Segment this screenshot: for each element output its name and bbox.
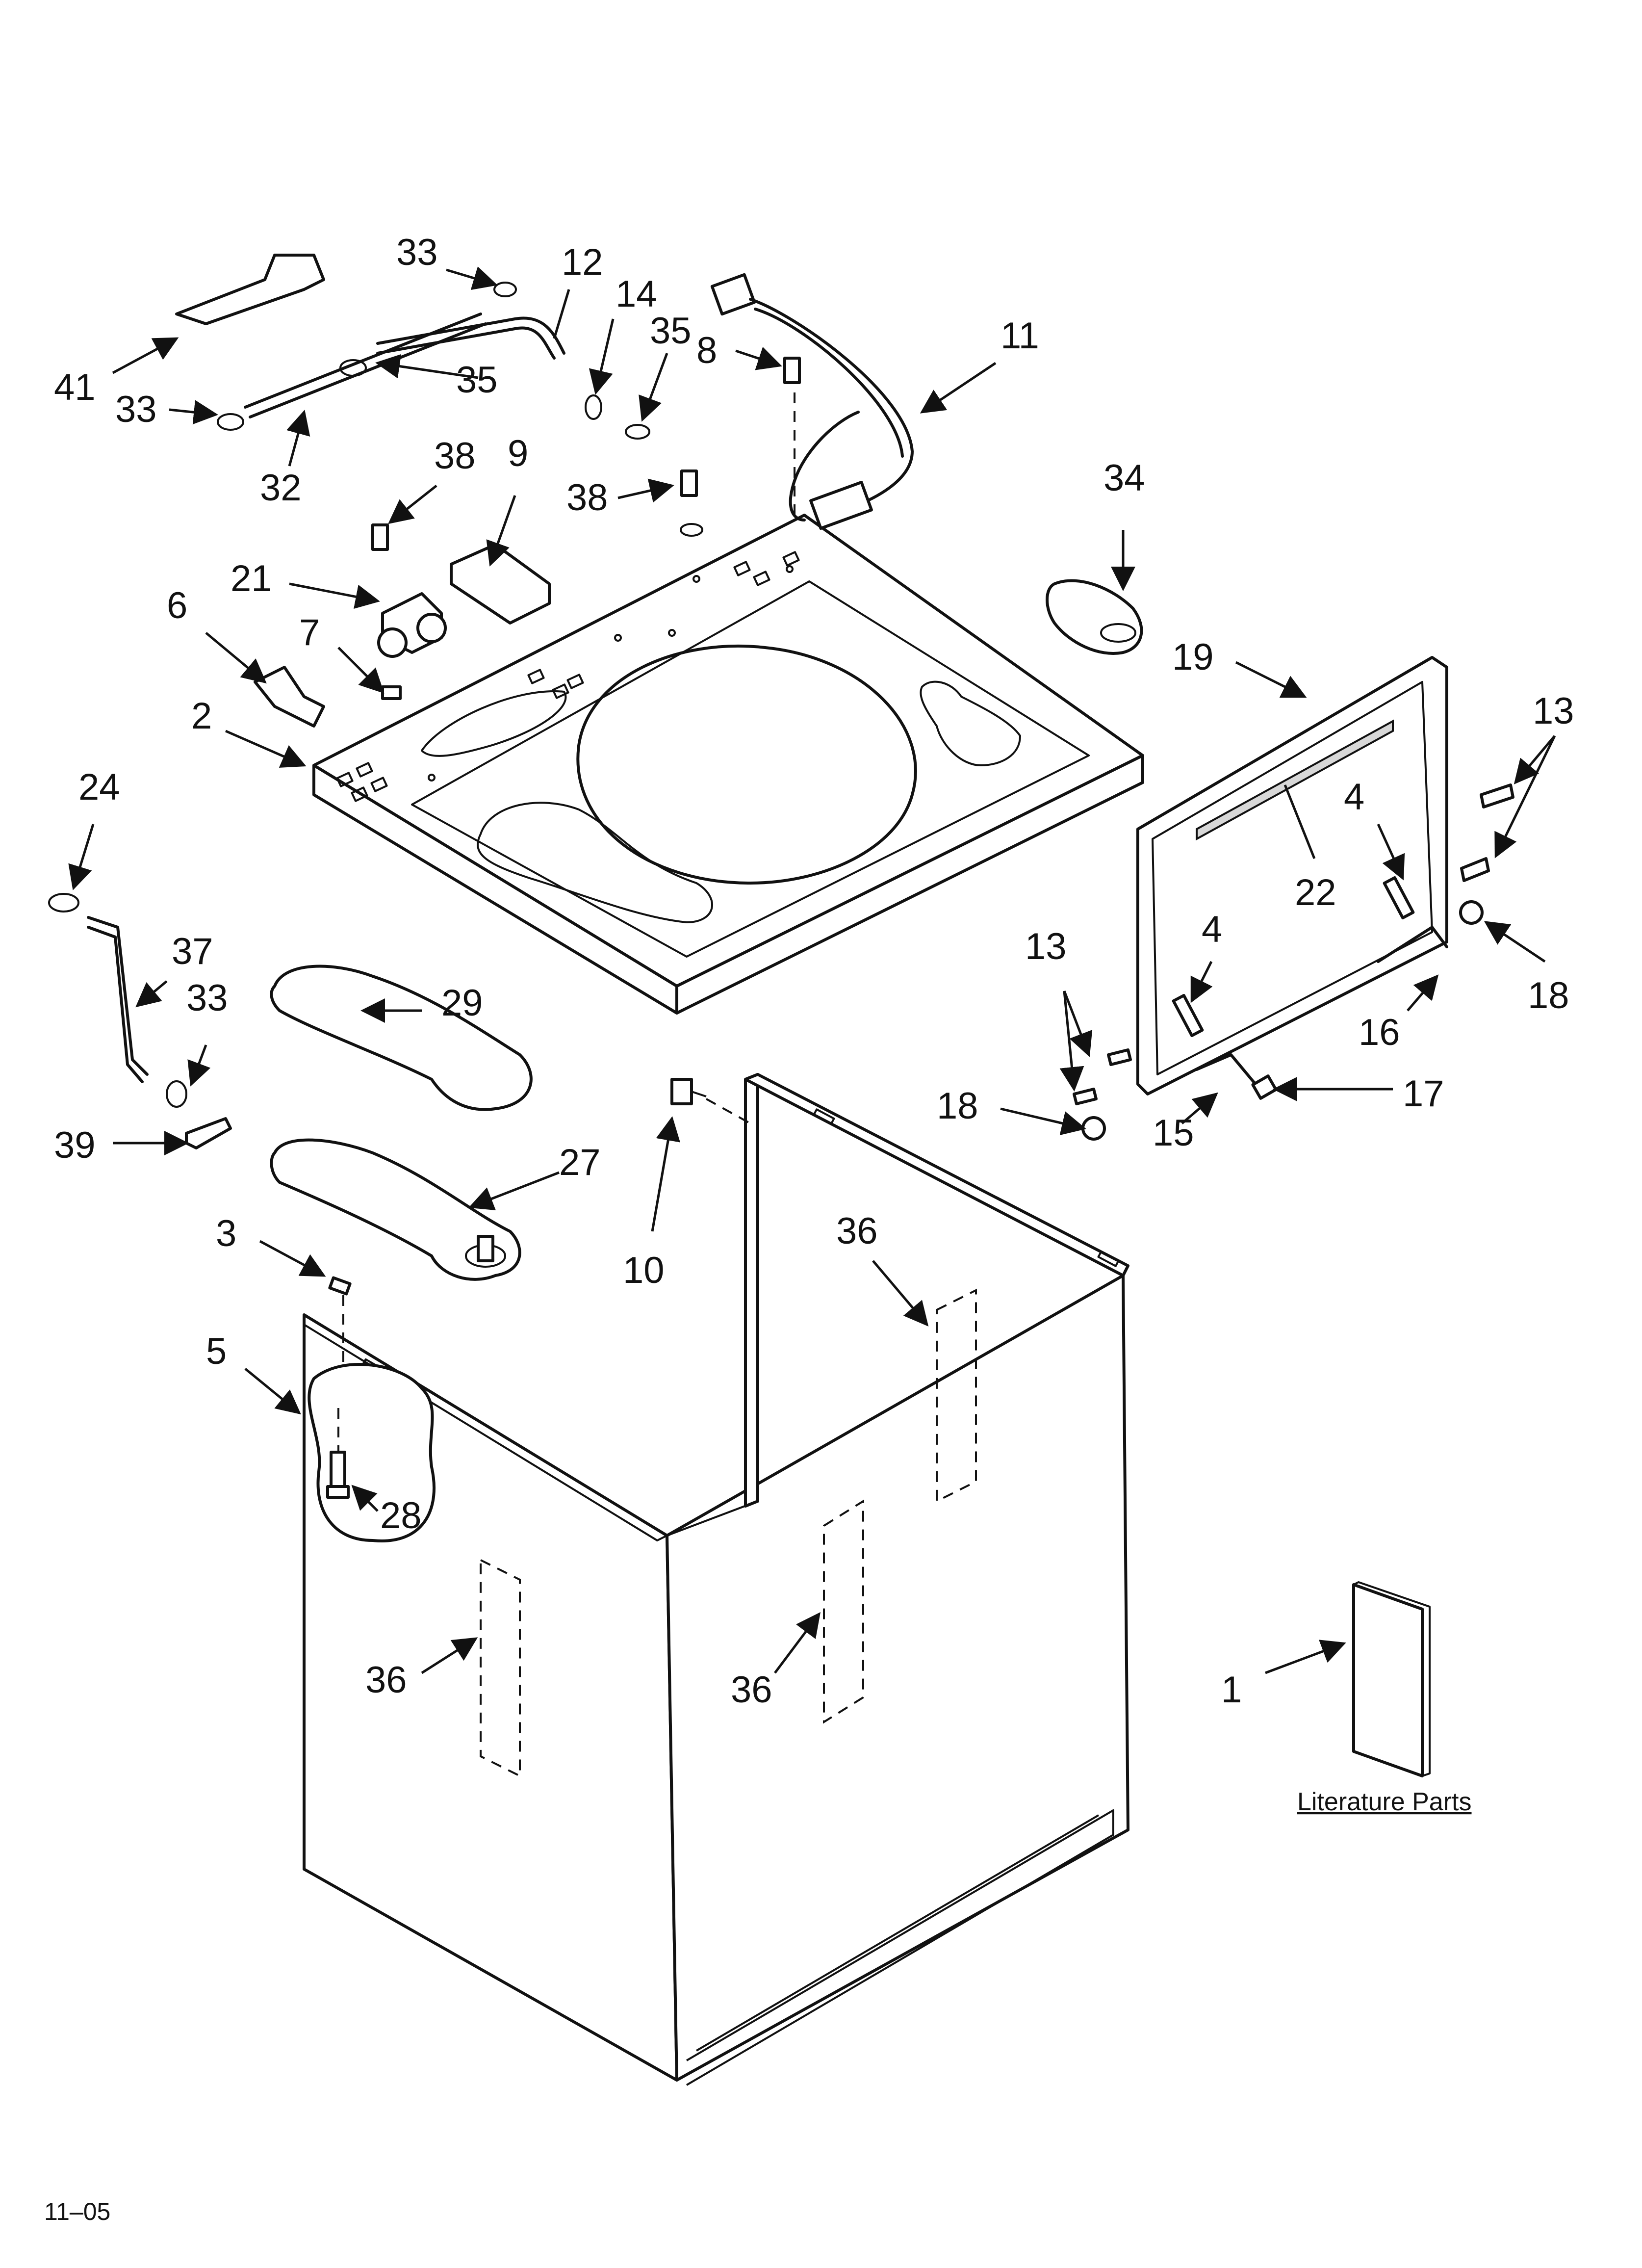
screw-28: [326, 1408, 350, 1499]
callout-19: 19: [1172, 636, 1214, 678]
lid: [1073, 656, 1514, 1141]
callout-1: 1: [1221, 1669, 1242, 1711]
wire-harness: [710, 273, 914, 530]
callout-4: 4: [1344, 776, 1364, 818]
callout-13: 13: [1533, 690, 1574, 732]
callout-41: 41: [54, 366, 96, 408]
callout-9: 9: [508, 433, 528, 474]
callout-24: 24: [78, 766, 120, 808]
callout-35: 35: [650, 310, 692, 352]
callout-37: 37: [172, 931, 213, 972]
callout-36: 36: [836, 1210, 878, 1252]
callout-3: 3: [216, 1213, 236, 1254]
callout-18: 18: [1528, 975, 1569, 1017]
callout-33: 33: [186, 977, 228, 1019]
callout-27: 27: [559, 1142, 601, 1183]
top-panel: [312, 514, 1144, 1015]
callout-labels: 33 12 14 35 11 41 33 35 8 32 38 9 38 34 …: [44, 232, 1574, 2225]
callout-35: 35: [456, 359, 498, 401]
callout-38: 38: [566, 477, 608, 519]
callout-29: 29: [441, 982, 483, 1024]
pad-41: [175, 254, 325, 325]
suspension-parts: [270, 965, 533, 1281]
callout-12: 12: [562, 241, 603, 283]
callout-10: 10: [623, 1250, 665, 1291]
callout-14: 14: [616, 273, 657, 315]
leader-lines: [68, 266, 1556, 1674]
callout-5: 5: [206, 1330, 227, 1372]
callout-18: 18: [937, 1085, 978, 1127]
callout-8: 8: [696, 330, 717, 371]
callout-34: 34: [1103, 457, 1145, 499]
callout-4: 4: [1202, 909, 1222, 950]
literature-book-icon: [1352, 1581, 1431, 1777]
callout-17: 17: [1403, 1073, 1444, 1115]
screws: [371, 357, 801, 1124]
literature-parts-label: Literature Parts: [1297, 1788, 1472, 1816]
callout-28: 28: [380, 1495, 422, 1537]
callout-13: 13: [1025, 926, 1067, 967]
callout-15: 15: [1153, 1112, 1194, 1154]
callout-22: 22: [1295, 872, 1336, 913]
revision-code: 11–05: [44, 2198, 110, 2225]
callout-36: 36: [731, 1669, 772, 1711]
hoses: [217, 282, 650, 440]
callout-33: 33: [396, 232, 438, 273]
callout-39: 39: [54, 1124, 96, 1166]
callout-36: 36: [365, 1659, 407, 1701]
callout-11: 11: [1001, 315, 1039, 357]
callout-32: 32: [260, 467, 302, 509]
cap-34: [1046, 579, 1143, 655]
callout-7: 7: [299, 612, 320, 653]
callout-38: 38: [434, 435, 476, 477]
callout-33: 33: [115, 389, 157, 430]
callout-6: 6: [167, 585, 187, 626]
valve-and-brackets: [254, 543, 551, 728]
callout-21: 21: [231, 558, 272, 600]
callout-16: 16: [1359, 1012, 1400, 1053]
callout-2: 2: [191, 695, 212, 737]
